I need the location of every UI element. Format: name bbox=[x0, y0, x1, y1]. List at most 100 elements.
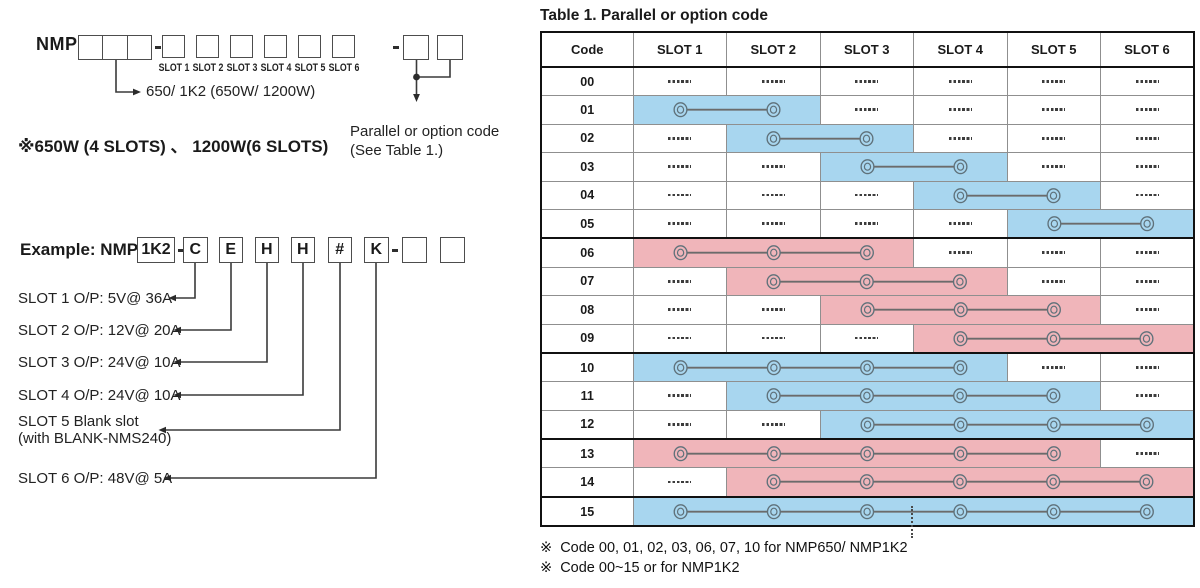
parallel-band-pink bbox=[726, 266, 1007, 296]
dash-placeholder bbox=[1135, 279, 1159, 283]
dash-placeholder bbox=[668, 193, 692, 197]
example-code-box-4: H bbox=[290, 237, 315, 263]
empty-slot-cell bbox=[632, 381, 727, 411]
parallel-band-graphic bbox=[766, 474, 1154, 490]
example-code-box-1: C bbox=[183, 237, 208, 263]
model-field-box bbox=[78, 35, 152, 60]
table-title: Table 1. Parallel or option code bbox=[540, 7, 768, 24]
table-note-2: ※ Code 00~15 or for NMP1K2 bbox=[540, 560, 740, 576]
table-row-code-11: 11 bbox=[541, 381, 1194, 411]
empty-slot-cell bbox=[1100, 381, 1194, 411]
table-row-code-09: 09 bbox=[541, 323, 1194, 354]
table-row-code-15: 15 bbox=[541, 496, 1194, 527]
arrowhead-right bbox=[133, 88, 141, 96]
continuation-dots bbox=[911, 506, 913, 538]
parallel-band-graphic bbox=[672, 102, 781, 118]
slot-label-5: SLOT 5 bbox=[294, 62, 325, 74]
empty-slot-cell bbox=[913, 95, 1007, 125]
dash-separator bbox=[392, 249, 398, 252]
dash-placeholder bbox=[668, 308, 692, 311]
dash-placeholder bbox=[668, 222, 692, 225]
arrowhead-down bbox=[413, 94, 420, 102]
dash-placeholder bbox=[855, 336, 879, 340]
empty-slot-cell bbox=[819, 180, 914, 210]
dash-placeholder bbox=[668, 336, 692, 340]
dash-placeholder bbox=[1135, 452, 1159, 455]
empty-slot-cell bbox=[1100, 295, 1194, 325]
dash-placeholder bbox=[855, 80, 879, 83]
empty-slot-cell bbox=[819, 66, 914, 96]
slot-description-2: SLOT 2 O/P: 12V@ 20A bbox=[18, 322, 181, 340]
dash-placeholder bbox=[1042, 251, 1066, 255]
code-cell: 13 bbox=[541, 438, 633, 468]
parallel-band-graphic bbox=[673, 446, 1061, 462]
table-row-code-04: 04 bbox=[541, 180, 1194, 210]
example-label: Example: NMP bbox=[20, 240, 139, 259]
dash-placeholder bbox=[855, 222, 879, 225]
code-cell: 04 bbox=[541, 180, 633, 210]
slot-description-4: SLOT 4 O/P: 24V@ 10A bbox=[18, 387, 181, 405]
empty-slot-cell bbox=[819, 208, 914, 240]
column-header-slot-3: SLOT 3 bbox=[819, 32, 914, 68]
slot-code-box-5 bbox=[298, 35, 321, 58]
parallel-band-blue bbox=[632, 352, 1007, 382]
empty-slot-cell bbox=[1006, 266, 1101, 296]
empty-slot-cell bbox=[632, 123, 727, 153]
dash-placeholder bbox=[1042, 108, 1066, 112]
table-row-code-12: 12 bbox=[541, 409, 1194, 441]
empty-slot-cell bbox=[726, 323, 820, 354]
dash-placeholder bbox=[1042, 165, 1066, 169]
parallel-band-graphic bbox=[953, 330, 1154, 346]
parallel-band-blue bbox=[913, 180, 1101, 210]
table-row-code-08: 08 bbox=[541, 295, 1194, 325]
empty-slot-cell bbox=[632, 208, 727, 240]
dash-separator bbox=[155, 46, 161, 49]
slot-description-3: SLOT 3 O/P: 24V@ 10A bbox=[18, 354, 181, 372]
dash-placeholder bbox=[1135, 308, 1159, 311]
dash-placeholder bbox=[761, 336, 785, 340]
parallel-code-box-2 bbox=[437, 35, 463, 60]
empty-slot-cell bbox=[1100, 266, 1194, 296]
slot-label-2: SLOT 2 bbox=[192, 62, 223, 74]
code-cell: 15 bbox=[541, 496, 633, 527]
parallel-band-graphic bbox=[860, 302, 1061, 318]
empty-slot-cell bbox=[632, 409, 727, 441]
slot-description-text: SLOT 6 O/P: 48V@ 5A bbox=[18, 470, 173, 487]
empty-slot-cell bbox=[726, 152, 820, 182]
table-row-code-05: 05 bbox=[541, 208, 1194, 240]
dash-placeholder bbox=[948, 136, 972, 140]
code-cell: 08 bbox=[541, 295, 633, 325]
parallel-band-graphic bbox=[673, 245, 874, 261]
empty-slot-cell bbox=[1100, 95, 1194, 125]
dash-placeholder bbox=[1042, 279, 1066, 283]
parallel-code-box-1 bbox=[403, 35, 429, 60]
table-row-code-14: 14 bbox=[541, 467, 1194, 498]
example-model-box: 1K2 bbox=[137, 237, 175, 263]
parallel-band-blue bbox=[726, 123, 914, 153]
dash-placeholder bbox=[948, 222, 972, 225]
empty-slot-cell bbox=[632, 66, 727, 96]
dash-placeholder bbox=[1135, 165, 1159, 169]
slot-description-text: SLOT 1 O/P: 5V@ 36A bbox=[18, 290, 173, 307]
parallel-band-graphic bbox=[1046, 216, 1154, 232]
slot-code-box-4 bbox=[264, 35, 287, 58]
empty-slot-cell bbox=[632, 266, 727, 296]
dash-placeholder bbox=[761, 222, 785, 225]
dash-placeholder bbox=[855, 193, 879, 197]
dash-placeholder bbox=[761, 422, 785, 426]
empty-slot-cell bbox=[1006, 352, 1101, 382]
code-cell: 12 bbox=[541, 409, 633, 441]
code-cell: 01 bbox=[541, 95, 633, 125]
dash-placeholder bbox=[1135, 251, 1159, 255]
empty-slot-cell bbox=[726, 66, 820, 96]
parallel-band-pink bbox=[632, 237, 914, 268]
slot-description-text2: (with BLANK-NMS240) bbox=[18, 429, 172, 447]
empty-slot-cell bbox=[913, 123, 1007, 153]
slot-code-box-1 bbox=[162, 35, 185, 58]
dash-placeholder bbox=[948, 80, 972, 83]
slot-label-4: SLOT 4 bbox=[260, 62, 291, 74]
column-header-slot-2: SLOT 2 bbox=[726, 32, 820, 68]
column-header-slot-4: SLOT 4 bbox=[913, 32, 1007, 68]
